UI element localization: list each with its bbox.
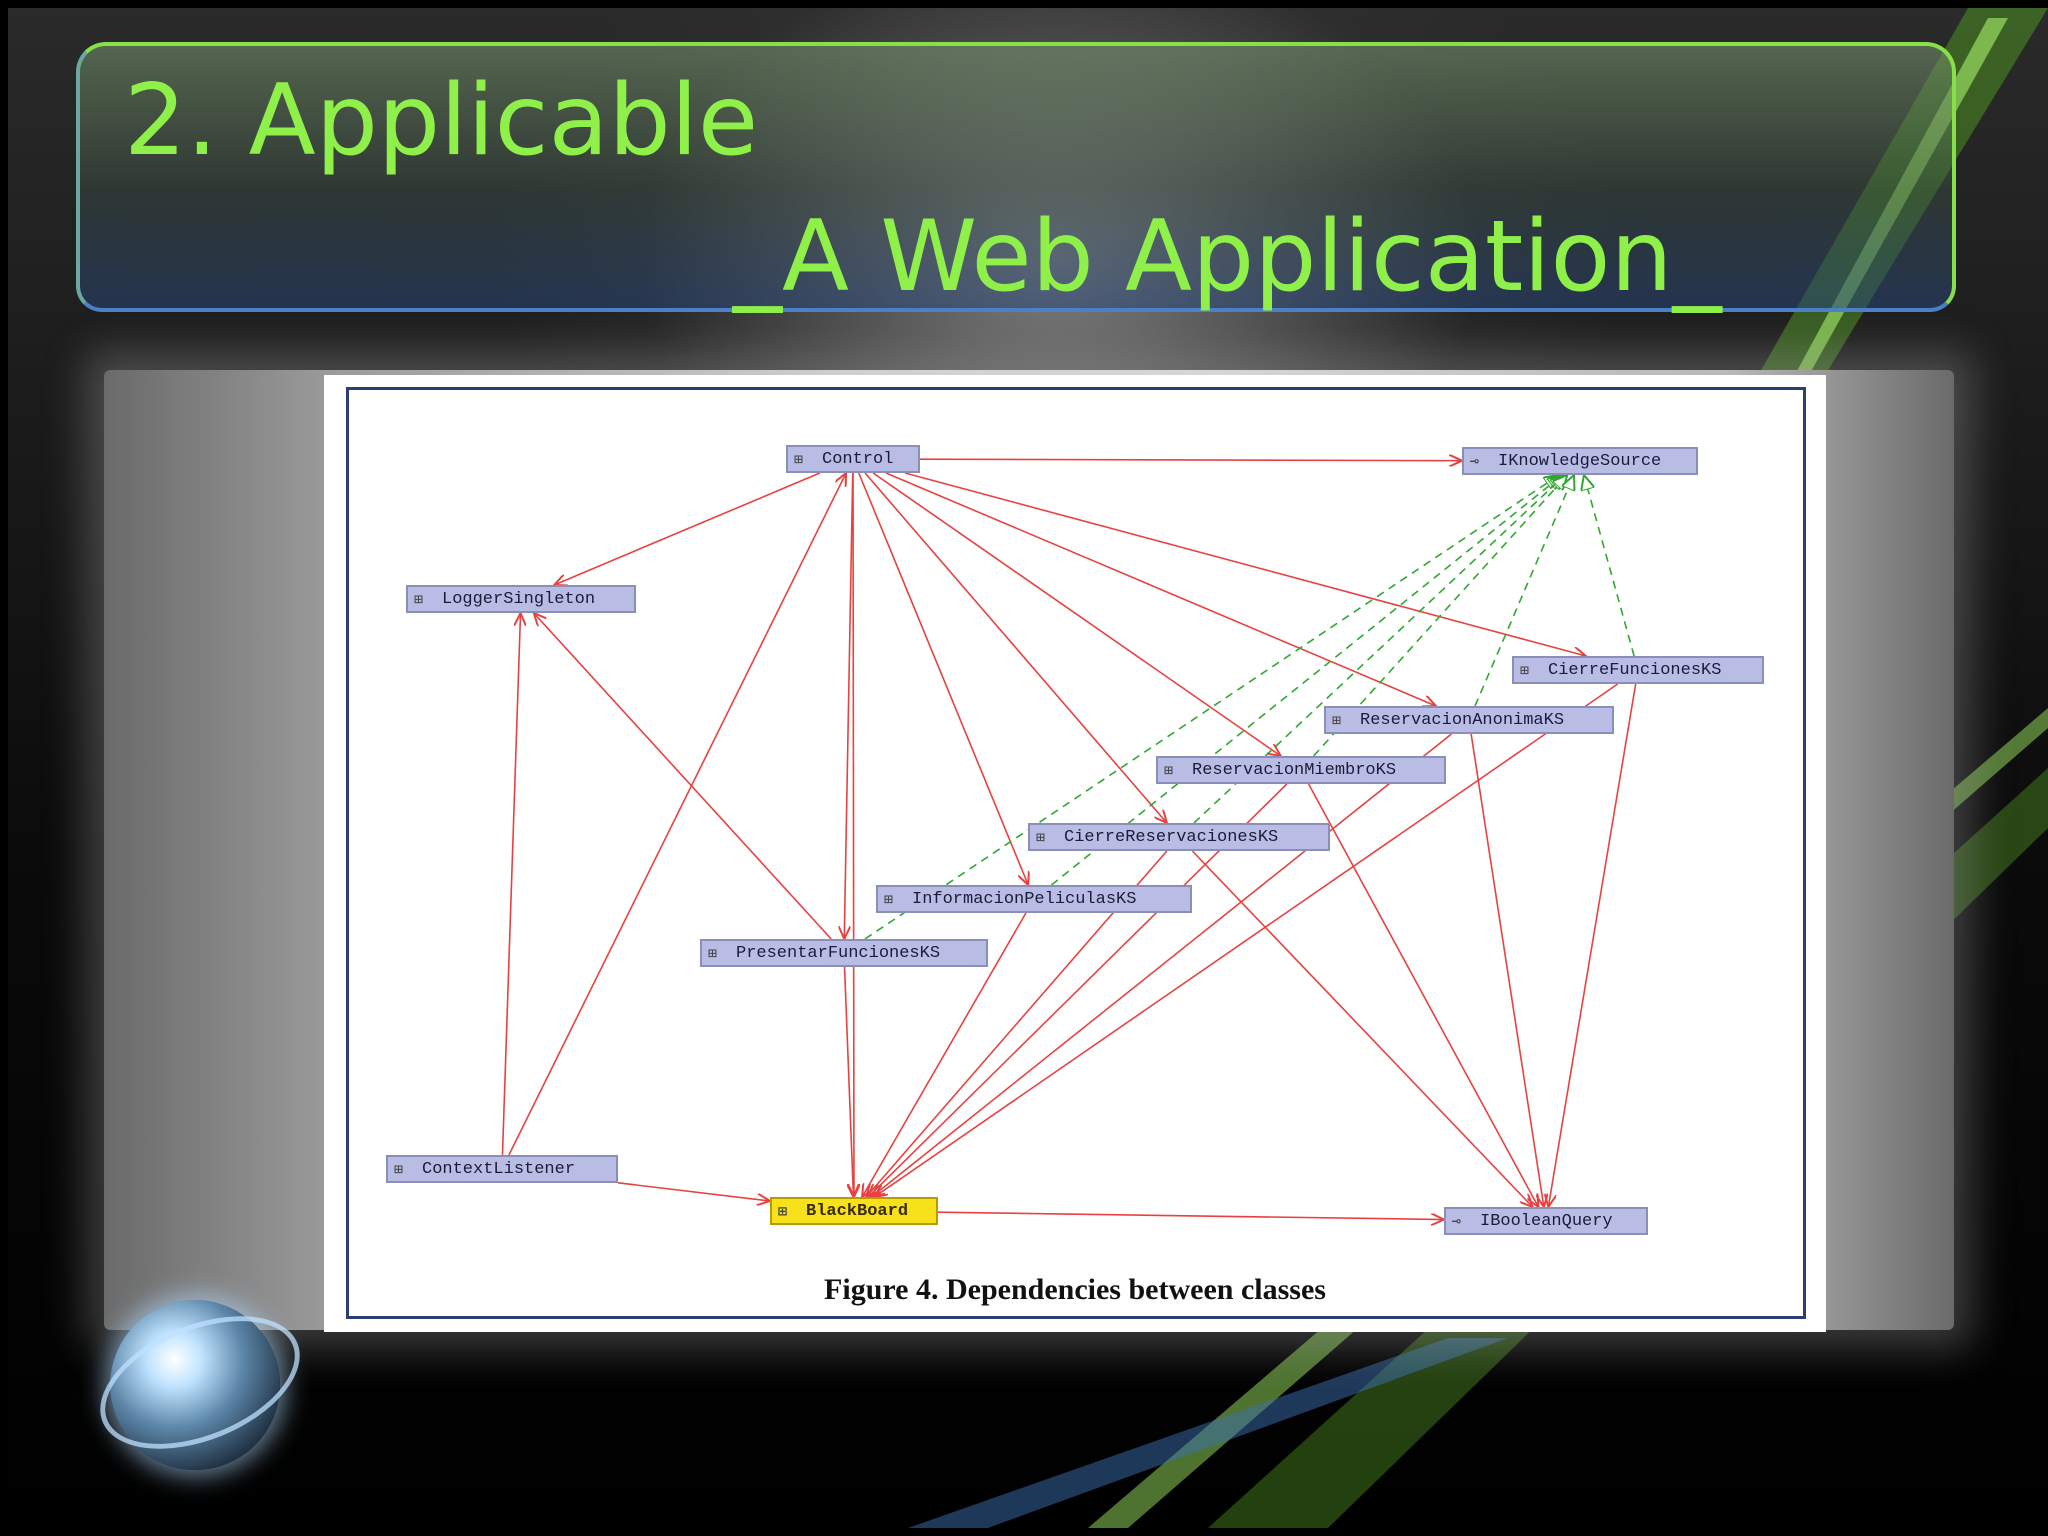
dependency-arrow-presfun-logger	[534, 613, 832, 940]
dependency-arrow-resanon-blackboard	[872, 733, 1452, 1197]
dependency-arrow-resanon-iboolean	[1470, 733, 1544, 1207]
diagram-node-blackboard: ⊞ BlackBoard	[770, 1197, 938, 1225]
diagram-node-label: ReservacionAnonimaKS	[1360, 710, 1565, 730]
diagram-node-resanon: ⊞ ReservacionAnonimaKS	[1324, 706, 1614, 734]
dependency-arrow-control-cierreres	[864, 472, 1167, 823]
dependency-arrow-control-blackboard	[853, 472, 854, 1197]
dependency-arrow-cierrefun-iboolean	[1548, 683, 1637, 1207]
dependency-arrow-blackboard-iboolean	[937, 1211, 1444, 1219]
figure-caption: Figure 4. Dependencies between classes	[824, 1273, 1326, 1306]
class-icon: ⊞	[884, 891, 894, 909]
dependency-arrow-resmiem-iboolean	[1307, 783, 1539, 1207]
diagram-node-infopel: ⊞ InformacionPeliculasKS	[876, 885, 1192, 913]
diagram-node-context: ⊞ ContextListener	[386, 1155, 618, 1183]
class-icon: ⊞	[394, 1161, 404, 1179]
dependency-arrow-context-logger	[501, 613, 520, 1156]
globe-logo	[110, 1300, 280, 1470]
diagram-node-cierrefun: ⊞ CierreFuncionesKS	[1512, 656, 1764, 684]
dependency-arrow-context-blackboard	[617, 1182, 770, 1201]
dependency-arrow-control-cierrefun	[904, 472, 1586, 656]
dependency-arrow-control-infopel	[858, 472, 1028, 885]
diagram-node-label: Control	[822, 449, 894, 469]
diagram-node-label: BlackBoard	[806, 1201, 909, 1221]
diagram-node-iknowledge: ⊸ IKnowledgeSource	[1462, 447, 1698, 475]
diagram-node-label: CierreReservacionesKS	[1064, 827, 1279, 847]
class-icon: ⊞	[1164, 762, 1174, 780]
class-dependency-diagram	[501, 375, 1637, 1332]
diagram-node-label: PresentarFuncionesKS	[736, 943, 941, 963]
slide-subtitle: _A Web Application_	[733, 200, 1722, 314]
slide-title: 2. Applicable	[124, 64, 759, 178]
dependency-arrow-resmiem-blackboard	[868, 783, 1288, 1197]
dependency-arrow-control-logger	[554, 472, 821, 585]
diagram-node-label: InformacionPeliculasKS	[912, 889, 1137, 909]
interface-icon: ⊸	[1452, 1213, 1462, 1231]
dependency-arrow-cierreres-iboolean	[1191, 850, 1532, 1207]
figure-frame	[346, 387, 1806, 1319]
dependency-arrow-control-presfun	[844, 472, 854, 939]
realization-arrow-infopel-iknowledge	[1050, 475, 1562, 886]
class-icon: ⊞	[414, 591, 424, 609]
dependency-arrow-presfun-blackboard	[843, 966, 854, 1197]
realization-arrow-cierrefun-iknowledge	[1584, 475, 1635, 657]
dependency-arrow-infopel-blackboard	[862, 912, 1027, 1197]
diagram-node-label: ReservacionMiembroKS	[1192, 760, 1397, 780]
class-icon: ⊞	[1036, 829, 1046, 847]
dependency-arrow-control-iknowledge	[919, 459, 1462, 460]
diagram-node-label: LoggerSingleton	[442, 589, 596, 609]
diagram-node-resmiem: ⊞ ReservacionMiembroKS	[1156, 756, 1446, 784]
class-icon: ⊞	[1520, 662, 1530, 680]
dependency-arrow-cierrefun-blackboard	[874, 683, 1619, 1197]
diagram-node-label: CierreFuncionesKS	[1548, 660, 1722, 680]
dependency-arrow-control-resmiem	[872, 472, 1281, 756]
class-icon: ⊞	[708, 945, 718, 963]
diagram-node-iboolean: ⊸ IBooleanQuery	[1444, 1207, 1648, 1235]
interface-icon: ⊸	[1470, 453, 1480, 471]
dependency-arrow-control-resanon	[885, 472, 1436, 706]
diagram-node-control: ⊞ Control	[786, 445, 920, 473]
diagram-node-cierreres: ⊞ CierreReservacionesKS	[1028, 823, 1330, 851]
diagram-node-logger: ⊞ LoggerSingleton	[406, 585, 636, 613]
diagram-node-label: ContextListener	[422, 1159, 576, 1179]
dependency-arrow-context-control	[508, 473, 846, 1156]
class-icon: ⊞	[1332, 712, 1342, 730]
class-icon: ⊞	[794, 451, 804, 469]
figure-card: ⊞ Control ⊸ IKnowledgeSource ⊞ LoggerSingleto…	[324, 375, 1826, 1332]
diagram-node-presfun: ⊞ PresentarFuncionesKS	[700, 939, 988, 967]
class-icon: ⊞	[778, 1203, 788, 1221]
title-banner	[76, 42, 1956, 312]
diagram-node-label: IBooleanQuery	[1480, 1211, 1613, 1231]
diagram-node-label: IKnowledgeSource	[1498, 451, 1662, 471]
